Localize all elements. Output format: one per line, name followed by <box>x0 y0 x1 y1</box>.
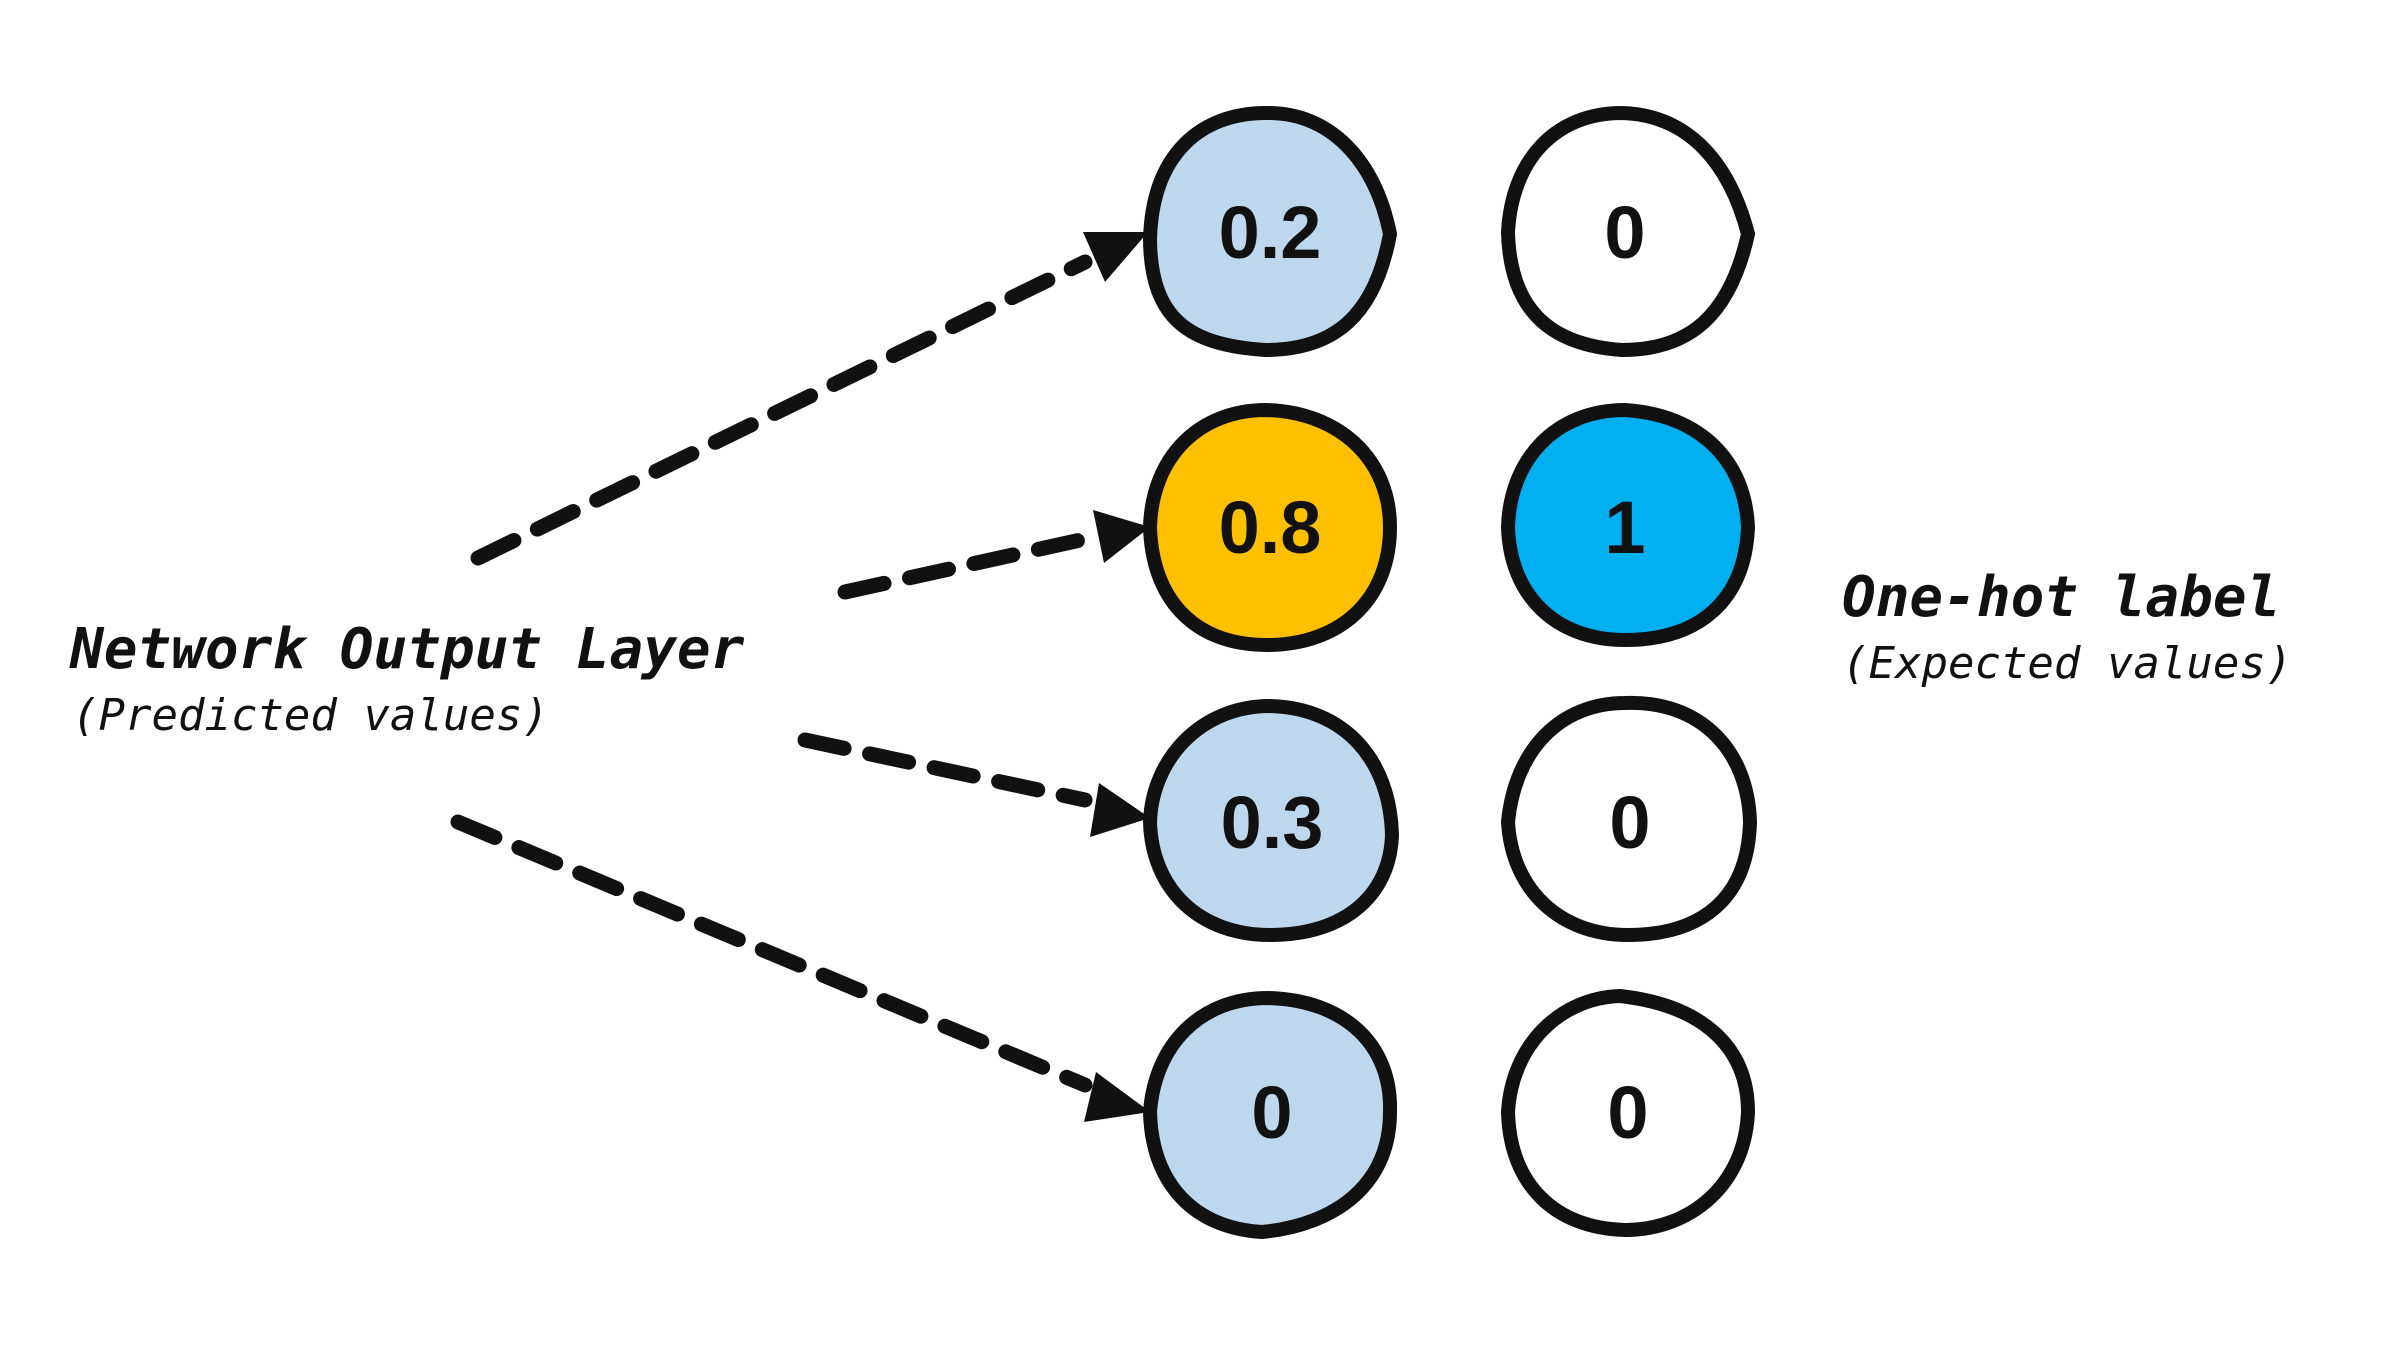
output-layer-title: Network Output Layer <box>69 617 745 682</box>
label-layer-title: One-hot label <box>1842 565 2280 630</box>
predicted-node-3-shape <box>1142 698 1400 943</box>
arrows <box>450 232 1150 1122</box>
label-node-3-shape <box>1500 695 1758 943</box>
output-layer-subtitle: (Predicted values) <box>72 690 549 741</box>
label-node-3-value: 0 <box>1609 781 1650 864</box>
arrow-to-node-3 <box>797 732 1150 837</box>
label-node: 0 <box>1500 695 1758 943</box>
label-node-2-value: 1 <box>1604 486 1645 569</box>
arrow-to-node-4 <box>450 814 1150 1122</box>
arrow-to-node-2 <box>837 510 1150 600</box>
label-node-4-shape <box>1500 988 1756 1238</box>
predicted-node-3-value: 0.3 <box>1221 781 1324 864</box>
predicted-node: 0.2 <box>1142 105 1398 358</box>
label-node: 0 <box>1500 105 1756 358</box>
label-nodes: 0 1 0 0 <box>1500 105 1758 1238</box>
predicted-node-1-value: 0.2 <box>1219 191 1322 274</box>
predicted-node-4-value: 0 <box>1251 1071 1292 1154</box>
label-node: 1 <box>1500 402 1756 648</box>
predicted-node: 0.8 <box>1142 402 1398 653</box>
predicted-node-4-shape <box>1142 990 1398 1240</box>
arrow-to-node-1 <box>470 232 1148 566</box>
label-node-4-value: 0 <box>1607 1071 1648 1154</box>
predicted-node-1-shape <box>1142 105 1398 358</box>
predicted-node: 0.3 <box>1142 698 1400 943</box>
label-node-1-shape <box>1500 105 1756 358</box>
label-layer-subtitle: (Expected values) <box>1842 638 2292 689</box>
label-node-2-shape <box>1500 402 1756 648</box>
predicted-node: 0 <box>1142 990 1398 1240</box>
predicted-nodes: 0.2 0.8 0.3 0 <box>1142 105 1400 1240</box>
label-node-1-value: 0 <box>1604 191 1645 274</box>
predicted-node-2-value: 0.8 <box>1219 486 1322 569</box>
label-node: 0 <box>1500 988 1756 1238</box>
predicted-node-2-shape <box>1142 402 1398 653</box>
